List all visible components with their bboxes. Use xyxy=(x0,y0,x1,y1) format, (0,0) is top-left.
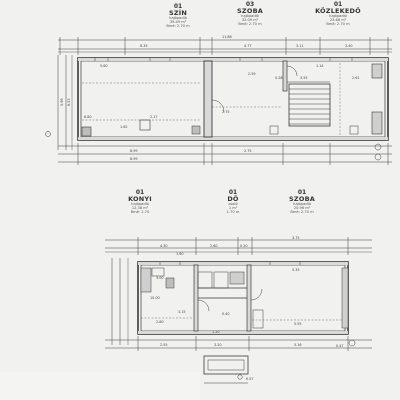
room-name: KONYI xyxy=(128,195,152,204)
room-height: Bmé: 2.70 m xyxy=(290,209,314,214)
room-area: 1 m² xyxy=(228,205,238,210)
room-number: 01 xyxy=(333,1,343,8)
dimension-text: 10.00 xyxy=(150,296,160,300)
dimension-text: 11.88 xyxy=(222,35,232,39)
room-floor: hajópadló xyxy=(131,202,149,207)
room-height: Bmé: 2.70 xyxy=(130,209,150,214)
room-floor: hajópadló xyxy=(241,14,259,19)
room-area: 12.38 m² xyxy=(131,205,149,210)
dimension-text: 2.60 xyxy=(210,244,218,248)
room-label-kozlekedo: 01 KÖZLEKEDŐ hajópadló 23.66 m² Bmé: 2.7… xyxy=(305,1,371,26)
room-label-szoba-lower: 01 SZOBA hajópadló 20.96 m² Bmé: 2.70 m xyxy=(272,189,332,214)
dimension-text: 2.61 xyxy=(352,76,360,80)
dimension-text: 2.17 xyxy=(150,115,158,119)
dimension-text: 3.75 xyxy=(292,236,300,240)
dimension-text: 5.60 xyxy=(100,64,108,68)
room-name: KÖZLEKEDŐ xyxy=(315,7,361,16)
dimension-text: 5.55 xyxy=(294,322,302,326)
dimension-text: 1.62 xyxy=(120,125,128,129)
dimension-text: 8.99 xyxy=(130,157,138,161)
room-number: 01 xyxy=(297,189,307,196)
dimension-text: 3.40 xyxy=(345,44,353,48)
room-name: DŐ xyxy=(227,195,239,204)
room-name: SZÍN xyxy=(168,9,188,18)
dimension-text: 0.40 xyxy=(222,312,230,316)
lower-plan xyxy=(105,237,372,384)
dimension-text: 4.30 xyxy=(160,244,168,248)
dimension-text: 1.20 xyxy=(212,330,220,334)
room-area: 20.96 m² xyxy=(293,205,311,210)
room-floor: zsaló xyxy=(228,202,238,207)
room-floor: hajópadló xyxy=(169,16,187,21)
dimension-text: 2.80 xyxy=(156,320,164,324)
room-floor: hajópadló xyxy=(329,14,347,19)
room-number: 03 xyxy=(245,1,255,8)
upper-plan xyxy=(45,37,392,165)
dimension-text: 4.77 xyxy=(244,44,252,48)
room-name: SZOBA xyxy=(237,7,263,16)
dimension-text: 1.14 xyxy=(316,64,324,68)
room-height: Bmé: 2.70 m xyxy=(238,21,262,26)
dimension-text: 3.15 xyxy=(178,310,186,314)
dimension-text: 0.47 xyxy=(336,344,344,348)
room-floor: hajópadló xyxy=(293,202,311,207)
dimension-text: 3.20 xyxy=(214,343,222,347)
dimension-text: 3.55 xyxy=(300,76,308,80)
dimension-text: 8.35 xyxy=(140,44,148,48)
dimension-text: 0.20 xyxy=(240,244,248,248)
room-area: 23.66 m² xyxy=(329,17,347,22)
dimension-text: 3.11 xyxy=(296,44,304,48)
room-label-konyi: 01 KONYI hajópadló 12.38 m² Bmé: 2.70 xyxy=(110,189,170,214)
dimension-text: 2.75 xyxy=(244,149,252,153)
dimension-text: 5.35 xyxy=(292,268,300,272)
room-label-do: 01 DŐ zsaló 1 m² 1.70 m xyxy=(215,189,251,214)
room-height: Bmé: 2.70 m xyxy=(166,23,190,28)
room-height: Bmé: 2.70 m xyxy=(326,21,350,26)
dimension-text: 5.96 xyxy=(60,98,64,106)
room-number: 01 xyxy=(173,3,183,10)
room-height: 1.70 m xyxy=(226,209,240,214)
dimension-text: 5.16 xyxy=(294,343,302,347)
room-area: 32.09 m² xyxy=(241,17,259,22)
dimension-text: 2.75 xyxy=(222,110,230,114)
room-number: 01 xyxy=(228,189,238,196)
room-label-szoba-upper: 03 SZOBA hajópadló 32.09 m² Bmé: 2.70 m xyxy=(220,1,280,26)
dimension-text: 0.28 xyxy=(275,76,283,80)
dimension-text: 6.80 xyxy=(84,115,92,119)
room-name: SZOBA xyxy=(289,195,315,204)
room-number: 01 xyxy=(135,189,145,196)
dimension-text: 6.53 xyxy=(67,98,71,106)
dimension-text: 1.60 xyxy=(176,252,184,256)
dimension-text: 2.59 xyxy=(248,72,256,76)
room-label-szin: 01 SZÍN hajópadló 39.49 m² Bmé: 2.70 m xyxy=(148,3,208,28)
dimension-text: 3.00 xyxy=(156,276,164,280)
dimension-text: 2.55 xyxy=(160,343,168,347)
dimension-text: 0.57 xyxy=(246,377,254,381)
dimension-text: 8.99 xyxy=(130,149,138,153)
room-area: 39.49 m² xyxy=(169,19,187,24)
